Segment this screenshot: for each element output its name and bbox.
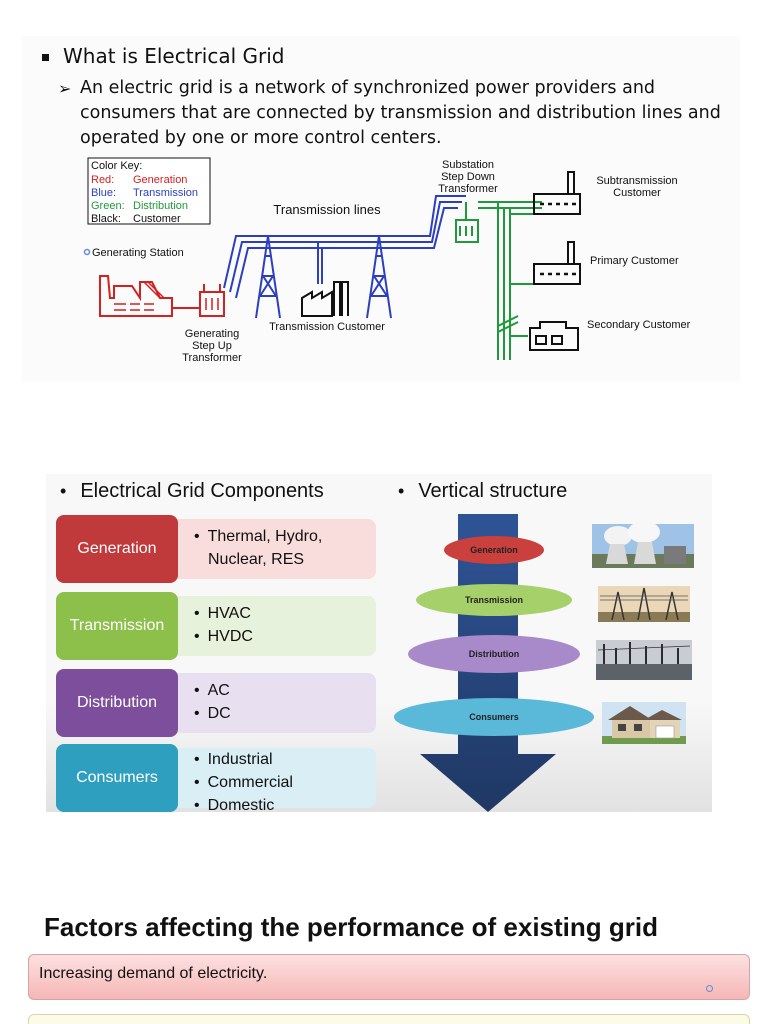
components-heading: • Electrical Grid Components [60,480,324,502]
component-details: AC DC [168,673,376,733]
arrow-bullet-icon: ➢ [58,79,72,98]
level-distribution-ellipse [408,635,580,673]
key-customer: Customer [133,213,181,225]
transmission-customer-factory-icon [301,281,349,317]
label-secondary-customer: Secondary Customer [587,319,691,331]
grid-definition-section: What is Electrical Grid ➢ An electric gr… [22,36,740,382]
label-transmission-customer: Transmission Customer [269,321,385,333]
transmission-towers-photo [598,586,690,622]
level-transmission-label: Transmission [465,595,523,605]
key-red: Red: [91,174,114,186]
vertical-structure-heading: • Vertical structure [398,480,568,502]
color-key-title: Color Key: [91,160,142,172]
label-subtransmission-2: Customer [613,187,661,199]
level-distribution-label: Distribution [469,649,520,659]
label-substation-2: Step Down [441,171,495,183]
electric-grid-diagram: Color Key: Red: Generation Blue: Transmi… [83,157,691,364]
factor-item: Increasing demand of electricity. [28,954,750,1000]
label-substation-3: Transformer [438,183,498,195]
key-transmission: Transmission [133,187,198,199]
key-green: Green: [91,200,125,212]
step-up-transformer-icon [172,284,225,317]
factor-text: Increasing demand of electricity. [39,965,268,982]
subtransmission-customer-icon [533,171,581,215]
component-transmission: Transmission HVAC HVDC [56,592,376,660]
label-substation-1: Substation [442,159,494,171]
key-blue: Blue: [91,187,116,199]
component-consumers: Consumers Industrial Commercial Domestic [56,744,376,812]
square-bullet-icon [42,53,49,61]
label-step-up-3: Transformer [182,352,242,364]
key-generation: Generation [133,174,187,186]
grid-components-section: • Electrical Grid Components • Vertical … [46,474,712,812]
grid-definition: ➢ An electric grid is a network of synch… [58,78,721,148]
grid-heading: What is Electrical Grid [63,44,285,68]
level-consumers-ellipse [394,698,594,736]
color-key: Color Key: Red: Generation Blue: Transmi… [87,157,211,225]
secondary-customer-icon [529,321,579,351]
level-transmission-ellipse [416,584,572,616]
transmission-lines [223,195,466,319]
level-generation-label: Generation [470,545,518,555]
factor-item-partial [28,1014,750,1024]
label-transmission-lines: Transmission lines [273,202,381,217]
label-step-up-1: Generating [185,328,239,340]
label-step-up-2: Step Up [192,340,232,352]
house-photo [602,702,686,744]
label-generating-station: Generating Station [92,247,184,259]
component-details: Industrial Commercial Domestic [168,748,376,812]
component-label: Consumers [56,744,178,812]
step-down-transformer-icon [455,202,479,243]
component-label: Distribution [56,669,178,737]
heading-bullet: What is Electrical Grid [42,44,285,68]
component-label: Generation [56,515,178,583]
primary-customer-icon [533,241,581,285]
label-subtransmission-1: Subtransmission [596,175,677,187]
level-generation-ellipse [444,536,544,564]
factors-section: Factors affecting the performance of exi… [22,900,762,1024]
component-details: HVAC HVDC [168,596,376,656]
component-label: Transmission [56,592,178,660]
key-distribution: Distribution [133,200,188,212]
component-details: Thermal, Hydro, Nuclear, RES [168,519,376,579]
label-primary-customer: Primary Customer [590,255,679,267]
factors-title: Factors affecting the performance of exi… [44,912,658,942]
component-generation: Generation Thermal, Hydro, Nuclear, RES [56,515,376,583]
component-distribution: Distribution AC DC [56,669,376,737]
substation-photo [596,640,692,680]
circle-marker-icon [706,985,713,992]
level-consumers-label: Consumers [469,712,519,722]
power-plant-photo [592,521,694,568]
generating-station-icon [83,248,173,317]
vertical-structure-diagram: Generation Transmission Distribution Con… [394,514,694,812]
distribution-lines [478,201,542,360]
key-black: Black: [91,213,121,225]
